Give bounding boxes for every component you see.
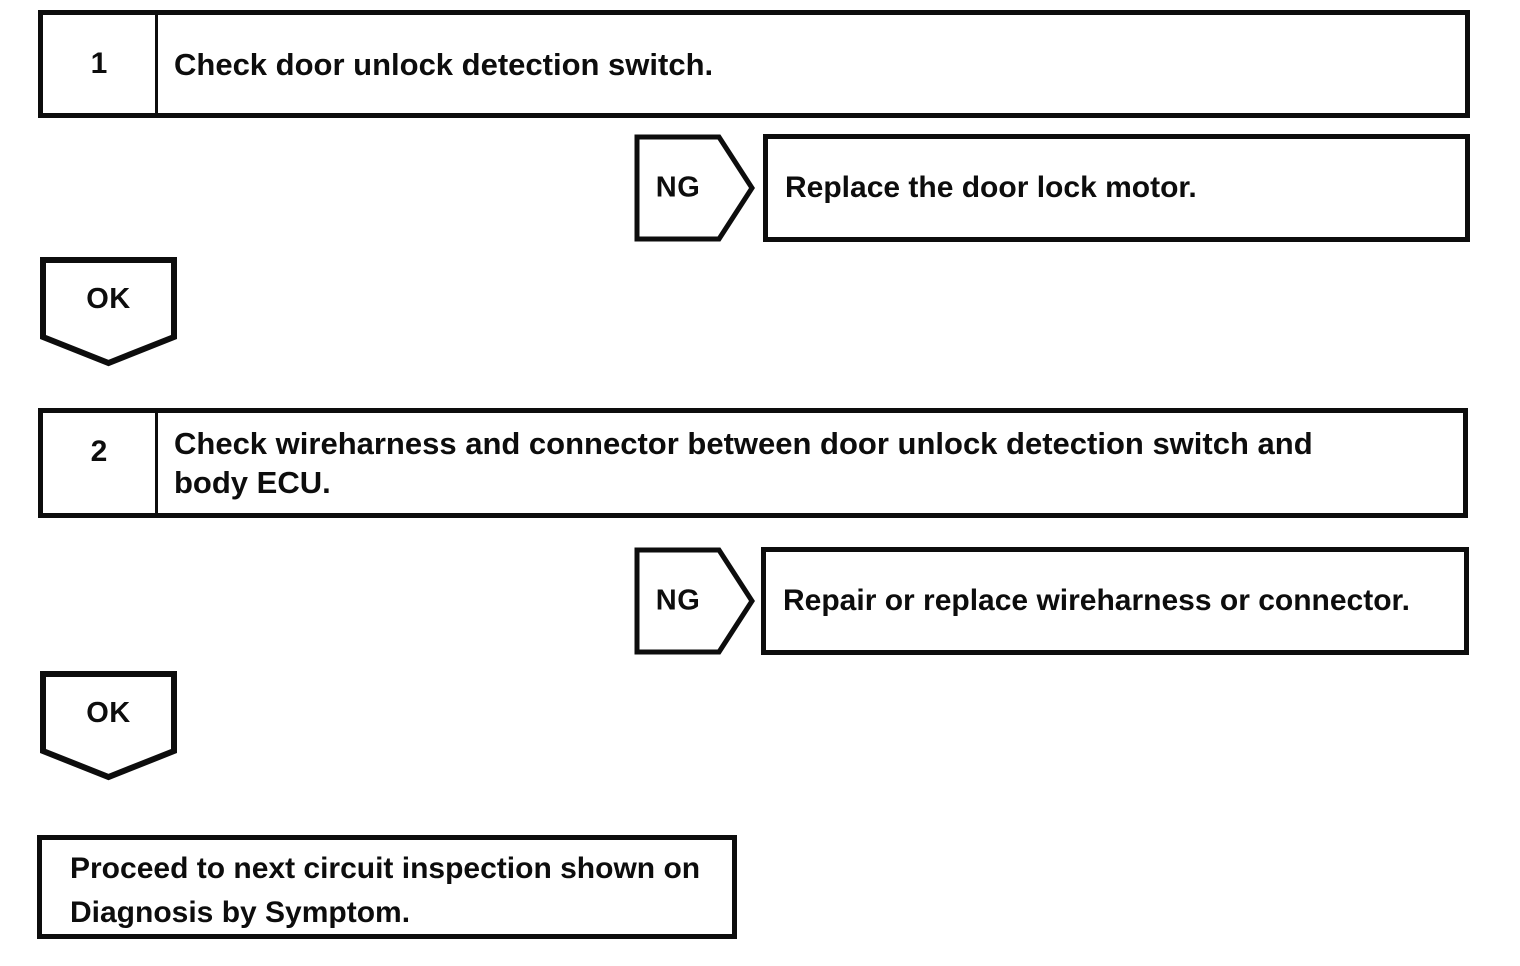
step-2-ng-result-box: Repair or replace wireharness or connect… [761,547,1469,655]
end-box: Proceed to next circuit inspection shown… [37,835,737,939]
step-2-number: 2 [43,413,158,513]
step-1-ok-connector: OK [40,257,177,367]
ok-label: OK [86,283,131,315]
step-1-ng-result-text: Replace the door lock motor. [785,171,1197,204]
ok-arrow-icon [40,671,177,781]
ng-arrow-icon [634,134,755,242]
step-1-box: 1 Check door unlock detection switch. [38,10,1470,118]
ng-label: NG [655,171,701,204]
step-1-instruction: Check door unlock detection switch. [158,15,1465,113]
step-2-instruction: Check wireharness and connector between … [158,413,1463,513]
end-box-line-1: Proceed to next circuit inspection shown… [70,852,701,885]
step-2-box: 2 Check wireharness and connector betwee… [38,408,1468,518]
ok-arrow-icon [40,257,177,367]
step-1-ng-connector: NG [634,134,756,242]
step-2-instruction-line-1: Check wireharness and connector between … [174,426,1313,461]
step-2-ng-connector: NG [634,547,756,655]
ok-label: OK [86,697,131,729]
step-1-ng-result-box: Replace the door lock motor. [763,134,1470,242]
ng-arrow-icon [634,547,755,655]
step-1-number: 1 [43,15,158,113]
step-2-ng-result-text: Repair or replace wireharness or connect… [783,584,1410,617]
step-2-ok-connector: OK [40,671,177,781]
ng-label: NG [655,584,701,617]
step-1-instruction-line: Check door unlock detection switch. [174,46,714,82]
step-2-instruction-line-2: body ECU. [174,465,331,500]
end-box-line-2: Diagnosis by Symptom. [70,896,411,929]
